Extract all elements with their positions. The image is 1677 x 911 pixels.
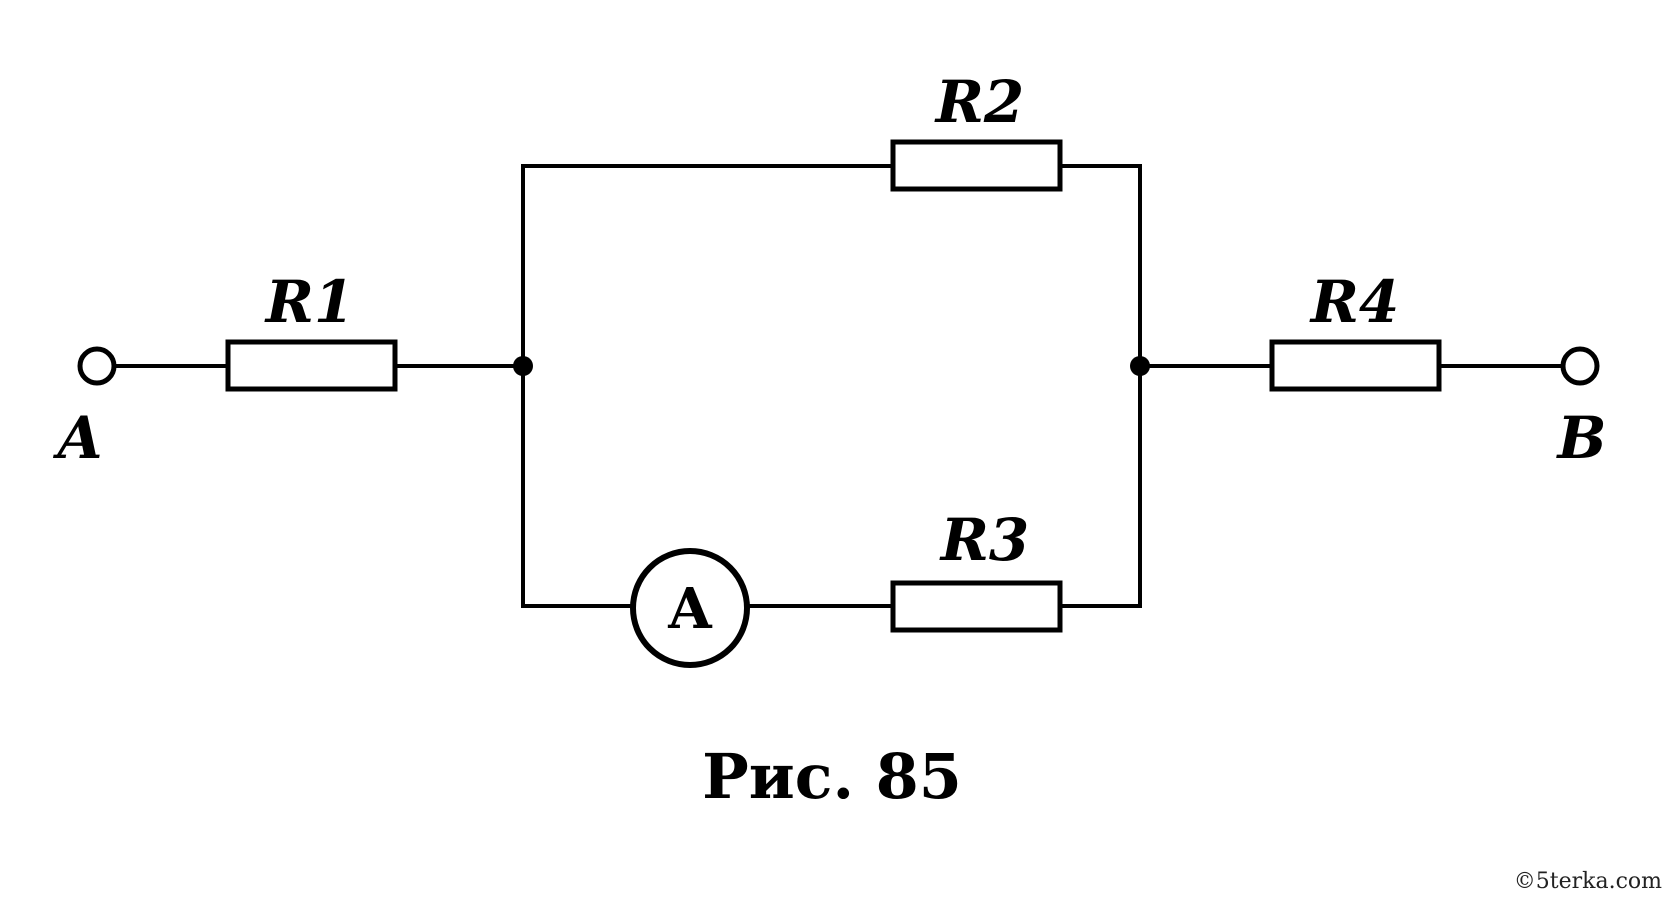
resistor-r4-label: R4 — [1309, 268, 1400, 336]
resistor-r3: R3 — [890, 506, 1063, 633]
resistor-r2-body — [890, 139, 1063, 192]
resistor-r2-label: R2 — [934, 68, 1025, 136]
watermark: ©5terka.com — [1514, 869, 1662, 894]
ammeter-label: A — [667, 576, 713, 642]
terminal-a-circle — [77, 346, 117, 386]
resistor-r1: R1 — [225, 268, 398, 392]
terminal-b-label: B — [1555, 404, 1606, 472]
terminal-a: A — [52, 346, 117, 472]
terminal-b: B — [1555, 346, 1607, 472]
resistor-r3-label: R3 — [939, 506, 1030, 574]
resistor-r3-body — [890, 580, 1063, 633]
resistor-r1-body — [225, 339, 398, 392]
terminal-b-circle — [1560, 346, 1600, 386]
resistor-r4-body — [1269, 339, 1442, 392]
ammeter: A — [630, 548, 750, 668]
resistor-r4: R4 — [1269, 268, 1442, 392]
terminal-a-label: A — [52, 404, 102, 472]
figure-caption: Рис. 85 — [702, 740, 962, 813]
resistor-r1-label: R1 — [264, 268, 355, 336]
resistor-r2: R2 — [890, 68, 1063, 192]
